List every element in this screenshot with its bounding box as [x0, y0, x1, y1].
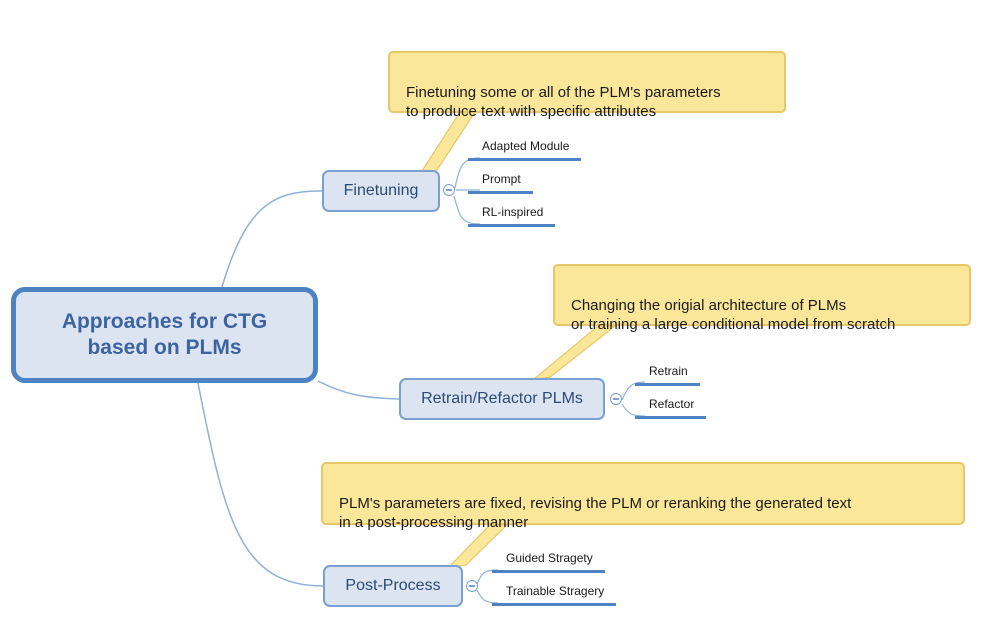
connector-retrain-refactor: [621, 403, 646, 417]
root-title: Approaches for CTG based on PLMs: [61, 310, 268, 359]
leaf-prompt-label: Prompt: [482, 172, 521, 186]
note-pointer-retrain: [530, 325, 617, 381]
branch-retrain-refactor-label: Retrain/Refactor PLMs: [421, 390, 583, 407]
leaf-trainable-stragery[interactable]: Trainable Stragery: [492, 584, 617, 606]
note-postprocess: PLM's parameters are fixed, revising the…: [321, 462, 965, 531]
branch-post-process-label: Post-Process: [345, 577, 441, 594]
collapse-finetuning-icon[interactable]: [443, 184, 455, 196]
branch-post-process[interactable]: Post-Process: [323, 565, 463, 607]
connector-root-finetuning: [221, 190, 323, 288]
note-retrain-text: Changing the origial architecture of PLM…: [571, 297, 896, 333]
leaf-guided-stragety[interactable]: Guided Stragety: [492, 551, 605, 573]
note-finetuning-text: Finetuning some or all of the PLM's para…: [406, 84, 721, 120]
branch-retrain-refactor[interactable]: Retrain/Refactor PLMs: [399, 378, 605, 420]
collapse-postprocess-icon[interactable]: [466, 580, 478, 592]
branch-finetuning-label: Finetuning: [343, 182, 419, 199]
connector-root-retrain: [317, 380, 400, 400]
leaf-refactor-label: Refactor: [649, 397, 695, 411]
leaf-refactor[interactable]: Refactor: [635, 397, 707, 419]
leaf-guided-stragety-label: Guided Stragety: [506, 551, 593, 565]
branch-finetuning[interactable]: Finetuning: [322, 170, 440, 212]
note-finetuning: Finetuning some or all of the PLM's para…: [388, 51, 786, 120]
leaf-retrain[interactable]: Retrain: [635, 364, 700, 386]
note-postprocess-text: PLM's parameters are fixed, revising the…: [339, 495, 852, 531]
root-node[interactable]: Approaches for CTG based on PLMs: [11, 287, 318, 383]
leaf-rl-inspired[interactable]: RL-inspired: [468, 205, 556, 227]
connector-postprocess-trainable: [476, 589, 499, 604]
note-pointer-finetuning: [418, 111, 477, 175]
leaf-prompt[interactable]: Prompt: [468, 172, 533, 194]
connector-root-postprocess: [197, 382, 324, 587]
leaf-retrain-label: Retrain: [649, 364, 688, 378]
leaf-rl-inspired-label: RL-inspired: [482, 205, 544, 219]
leaf-adapted-module-label: Adapted Module: [482, 139, 570, 153]
collapse-retrain-icon[interactable]: [610, 393, 622, 405]
note-retrain: Changing the origial architecture of PLM…: [553, 264, 971, 333]
leaf-adapted-module[interactable]: Adapted Module: [468, 139, 582, 161]
connector-finetuning-rl: [453, 195, 481, 225]
connector-retrain-retrain: [621, 381, 646, 401]
leaf-trainable-stragery-label: Trainable Stragery: [506, 584, 605, 598]
